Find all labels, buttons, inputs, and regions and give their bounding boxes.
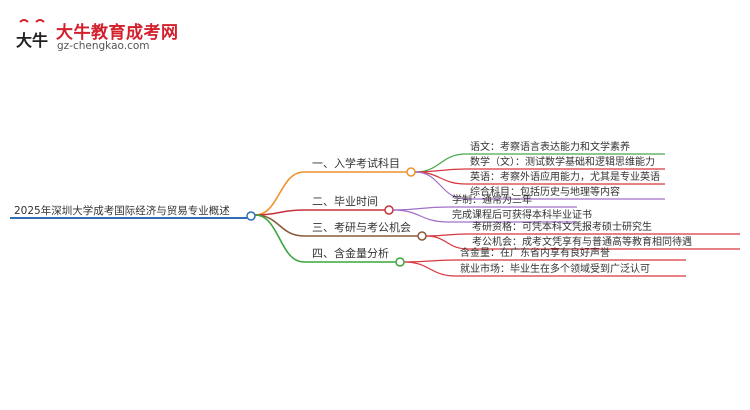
root-junction xyxy=(246,211,256,221)
brand-title: 大牛教育成考网 xyxy=(56,23,179,43)
branch-junction-4 xyxy=(395,257,405,267)
leaf-node-4-2: 就业市场：毕业生在多个领域受到广泛认可 xyxy=(460,262,650,275)
leaf-link-3-1 xyxy=(425,233,469,237)
branch-junction-2 xyxy=(384,205,394,215)
leaf-link-4-1 xyxy=(403,259,457,263)
branch-node-3: 三、考研与考公机会 xyxy=(312,220,411,234)
logo-mark-icon: 大牛 xyxy=(16,19,48,50)
leaf-link-1-4 xyxy=(414,171,467,200)
branch-link-1 xyxy=(254,171,305,216)
leaf-node-2-1: 学制：通常为三年 xyxy=(452,193,532,206)
branch-link-3 xyxy=(254,214,305,237)
leaf-node-1-4: 综合科目：包括历史与地理等内容 xyxy=(470,185,620,198)
leaf-link-2-1 xyxy=(392,206,449,211)
mindmap-links xyxy=(10,153,740,277)
leaf-link-4-2 xyxy=(403,261,457,277)
branch-link-2 xyxy=(254,209,305,216)
leaf-node-1-3: 英语：考察外语应用能力，尤其是专业英语 xyxy=(470,170,660,183)
leaf-node-1-1: 语文：考察语言表达能力和文学素养 xyxy=(470,140,630,153)
brand-url: gz-chengkao.com xyxy=(57,40,150,52)
leaf-link-1-3 xyxy=(414,171,467,185)
leaf-node-1-2: 数学（文）：测试数学基础和逻辑思维能力 xyxy=(470,155,655,168)
mindmap-nodes: 2025年深圳大学成考国际经济与贸易专业概述 一、入学考试科目 语文：考察语言表达能… xyxy=(14,140,692,275)
branch-junction-3 xyxy=(417,231,427,241)
branch-junction-1 xyxy=(406,167,416,177)
leaf-link-3-2 xyxy=(425,235,469,250)
root-node: 2025年深圳大学成考国际经济与贸易专业概述 xyxy=(14,204,230,217)
branch-node-1: 一、入学考试科目 xyxy=(312,156,400,170)
leaf-link-2-2 xyxy=(392,209,449,223)
leaf-node-3-1: 考研资格：可凭本科文凭报考硕士研究生 xyxy=(472,220,652,233)
logo-mark-text: 大牛 xyxy=(16,31,48,50)
branch-node-4: 四、含金量分析 xyxy=(312,246,389,260)
leaf-link-1-2 xyxy=(414,168,467,173)
leaf-node-4-1: 含金量：在广东省内享有良好声誉 xyxy=(460,246,610,259)
leaf-node-2-2: 完成课程后可获得本科毕业证书 xyxy=(452,208,592,221)
leaf-node-3-2: 考公机会：成考文凭享有与普通高等教育相同待遇 xyxy=(472,235,692,248)
branch-node-2: 二、毕业时间 xyxy=(312,195,378,208)
site-logo: 大牛 大牛教育成考网 gz-chengkao.com xyxy=(14,16,214,56)
branch-link-4 xyxy=(254,214,305,263)
